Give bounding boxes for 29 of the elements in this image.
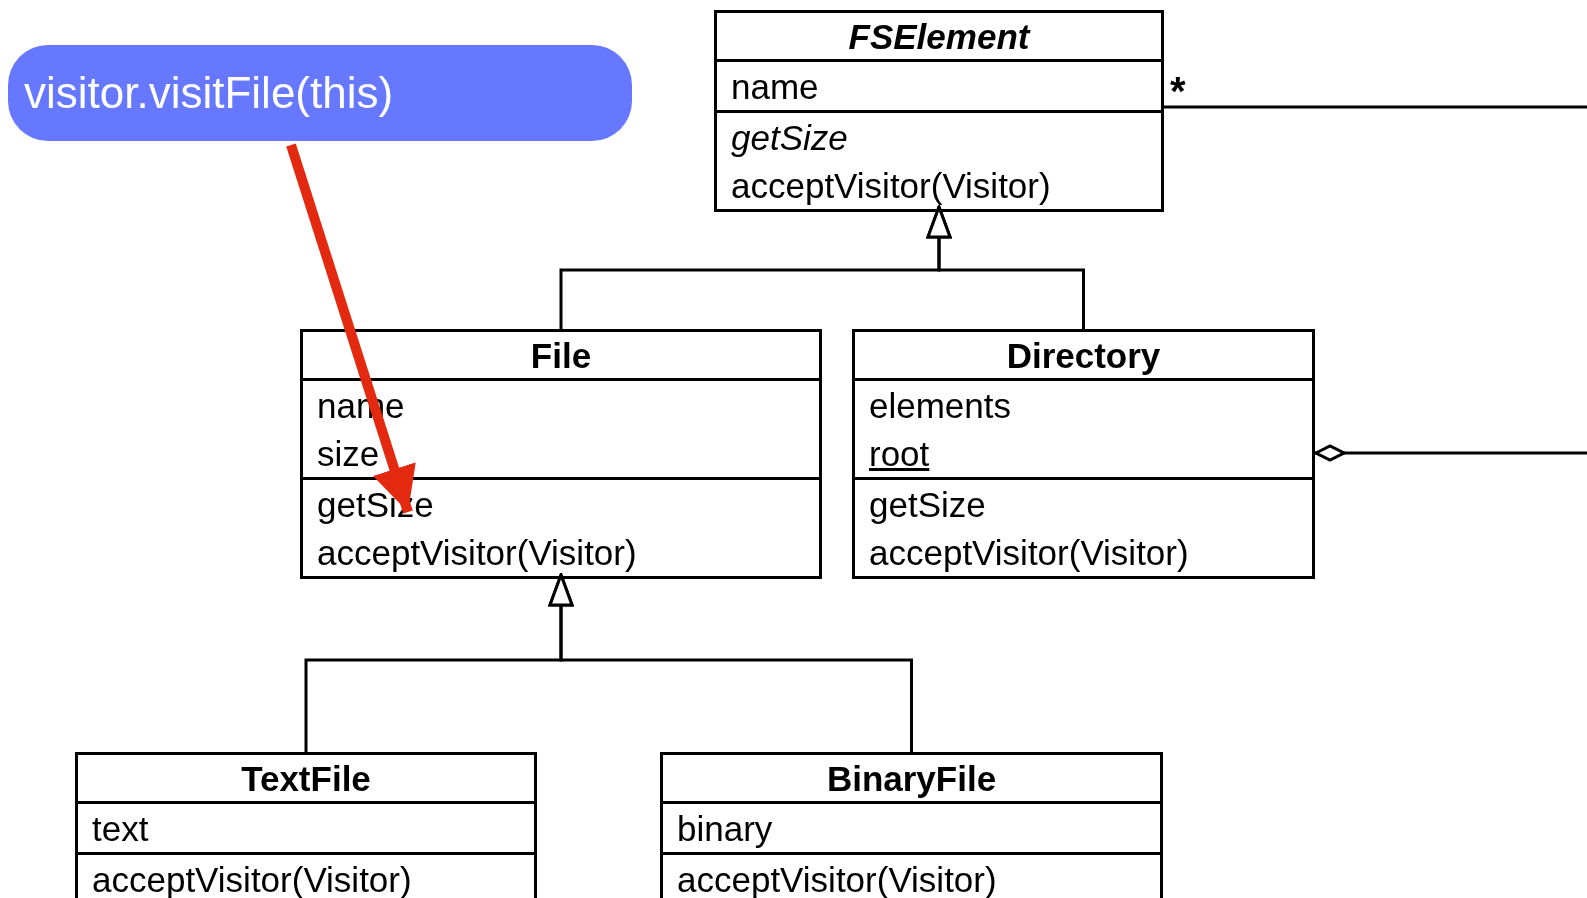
method: getSize xyxy=(731,119,848,155)
attribute: binary xyxy=(677,810,773,846)
association-line xyxy=(1164,105,1587,109)
multiplicity-label: * xyxy=(1170,71,1186,111)
method: acceptVisitor(Visitor) xyxy=(317,534,637,570)
inheritance-arrow xyxy=(548,573,913,752)
callout-bubble xyxy=(8,45,632,141)
method: acceptVisitor(Visitor) xyxy=(869,534,1189,570)
class-box xyxy=(852,329,1315,579)
class-box xyxy=(75,752,537,898)
class-name: BinaryFile xyxy=(826,760,997,796)
method: acceptVisitor(Visitor) xyxy=(731,167,1051,203)
class-name: FSElement xyxy=(848,18,1030,54)
class-name: Directory xyxy=(1006,337,1161,373)
class-name: File xyxy=(530,337,592,373)
pointer-arrow xyxy=(286,143,416,514)
class-box xyxy=(660,752,1163,898)
attribute: elements xyxy=(869,387,1012,423)
attribute: text xyxy=(92,810,149,846)
class-name: TextFile xyxy=(241,760,371,796)
class-box xyxy=(300,329,822,579)
callout-text: visitor.visitFile(this) xyxy=(24,71,394,115)
class-box xyxy=(714,10,1164,212)
method: getSize xyxy=(869,486,986,522)
attribute: root xyxy=(869,435,930,471)
inheritance-arrow xyxy=(926,205,1085,329)
aggregation-line xyxy=(1314,444,1587,462)
attribute: name xyxy=(731,68,819,104)
attribute: size xyxy=(317,435,380,471)
